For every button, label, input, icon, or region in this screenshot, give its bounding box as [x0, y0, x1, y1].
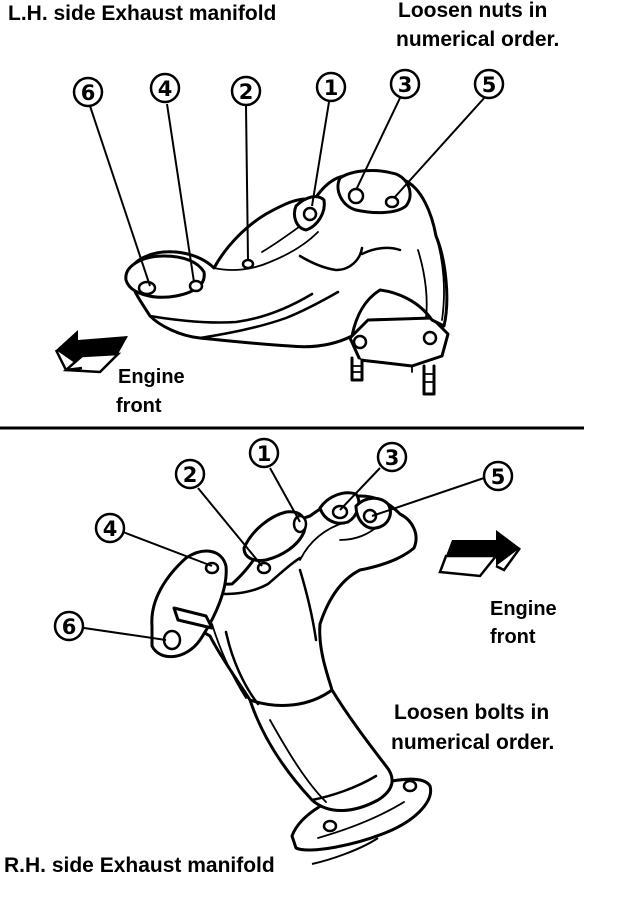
rh-manifold-drawing — [83, 467, 485, 852]
lh-callout-3: 3 — [389, 68, 421, 100]
svg-text:6: 6 — [81, 81, 96, 105]
lh-engine-front-line1: Engine — [118, 366, 185, 388]
svg-text:6: 6 — [62, 615, 77, 639]
rh-callout-5: 5 — [482, 460, 514, 492]
svg-text:2: 2 — [239, 80, 254, 104]
lh-callout-1: 1 — [315, 71, 347, 103]
svg-text:5: 5 — [482, 73, 497, 97]
lh-instruction-line1: Loosen nuts in — [398, 0, 548, 22]
rh-engine-front-line1: Engine — [490, 598, 557, 620]
lh-callout-5: 5 — [473, 68, 505, 100]
rh-manifold-title: R.H. side Exhaust manifold — [4, 854, 275, 877]
lh-manifold-title: L.H. side Exhaust manifold — [8, 2, 277, 25]
rh-callout-2: 2 — [174, 458, 206, 490]
lh-engine-front-arrow-icon — [54, 330, 128, 374]
svg-text:3: 3 — [398, 73, 413, 97]
rh-instruction-line1: Loosen bolts in — [394, 701, 550, 724]
lh-callout-6: 6 — [72, 76, 104, 108]
svg-text:1: 1 — [257, 442, 272, 466]
lh-engine-front-line2: front — [116, 395, 162, 417]
rh-callout-4: 4 — [94, 512, 126, 544]
svg-text:3: 3 — [385, 446, 400, 470]
rh-callout-1: 1 — [248, 437, 280, 469]
svg-text:4: 4 — [158, 77, 173, 101]
rh-callout-6: 6 — [53, 610, 85, 642]
svg-text:5: 5 — [491, 465, 506, 489]
lh-instruction-line2: numerical order. — [396, 28, 560, 51]
rh-engine-front-line2: front — [490, 626, 536, 648]
svg-text:4: 4 — [103, 517, 118, 541]
svg-text:1: 1 — [324, 76, 339, 100]
rh-callout-3: 3 — [376, 441, 408, 473]
rh-engine-front-arrow-icon — [438, 530, 522, 578]
rh-instruction-line2: numerical order. — [391, 731, 555, 754]
lh-callout-4: 4 — [149, 72, 181, 104]
lh-callout-2: 2 — [230, 75, 262, 107]
svg-text:2: 2 — [183, 463, 198, 487]
lh-manifold-drawing — [89, 95, 487, 396]
